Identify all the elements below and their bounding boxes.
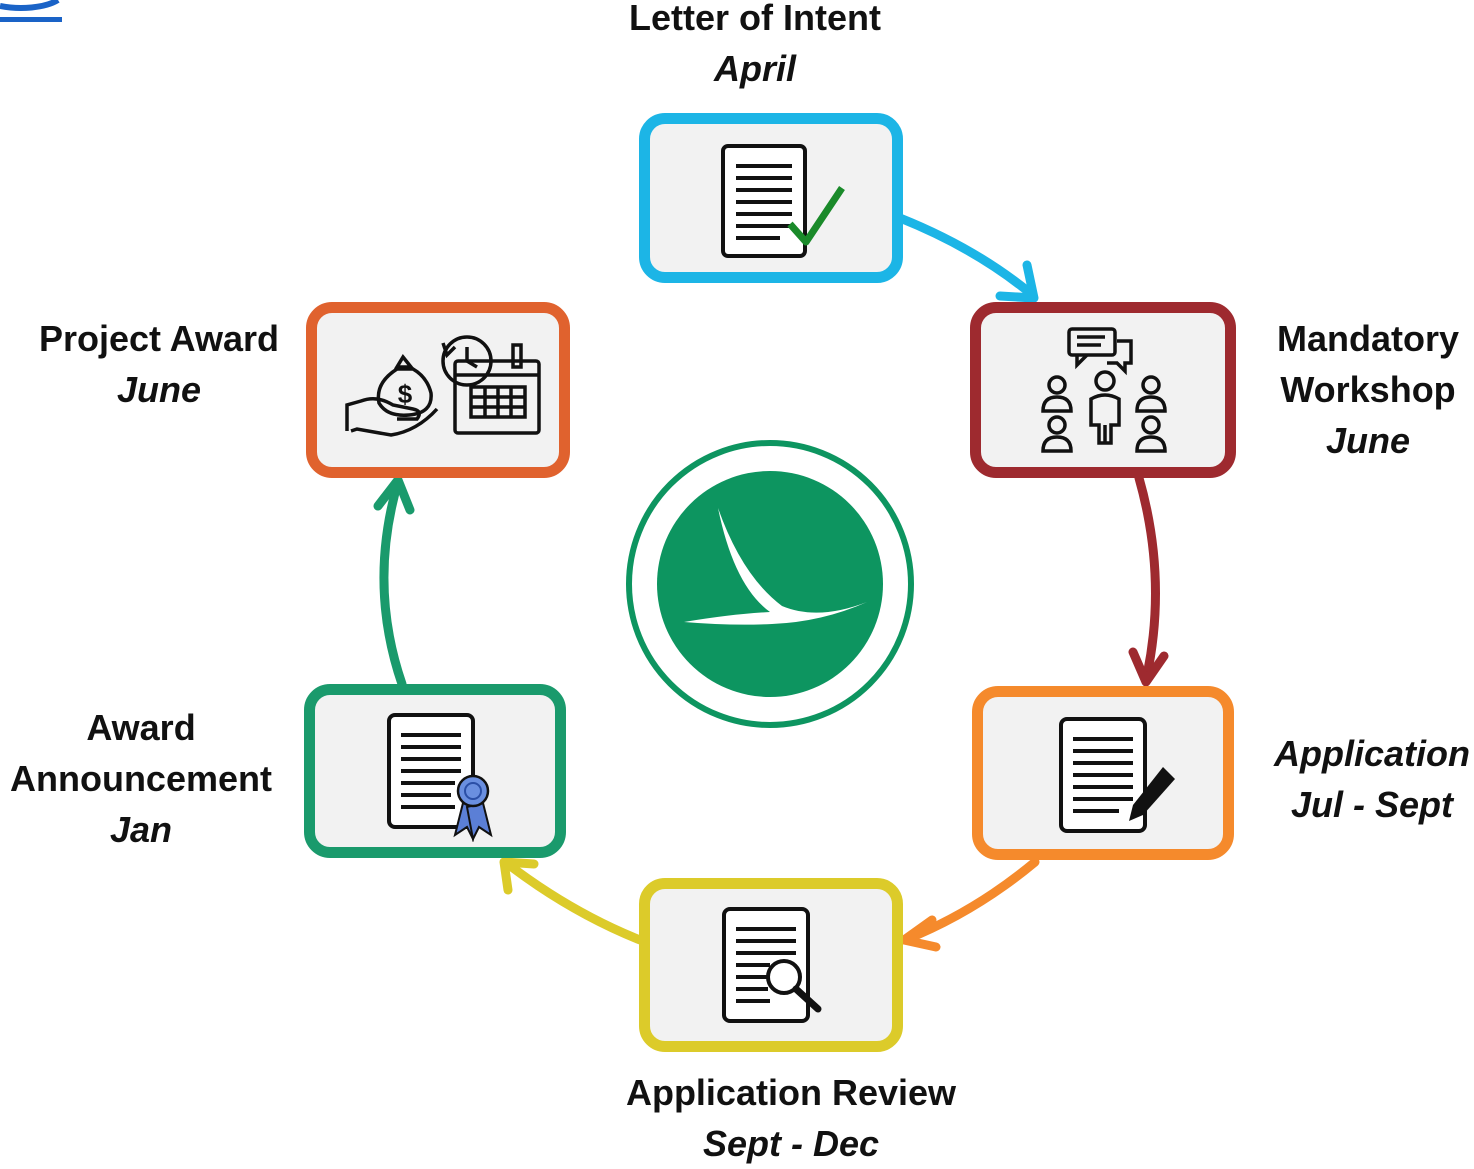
application-title-line1: Application xyxy=(1274,733,1470,774)
arrow-application-to-review xyxy=(899,857,1040,952)
arrow-loi-to-workshop xyxy=(895,213,1039,303)
certificate-ribbon-icon xyxy=(387,713,493,843)
arrow-review-to-announcement xyxy=(499,857,645,945)
document-magnifier-icon xyxy=(722,907,822,1023)
award-announcement-label: Award Announcement Jan xyxy=(2,702,280,855)
letter-of-intent-date: April xyxy=(713,48,796,89)
mandatory-workshop-box xyxy=(970,302,1236,478)
application-label: Application Jul - Sept xyxy=(1262,728,1474,830)
mandatory-workshop-label: Mandatory Workshop June xyxy=(1262,313,1474,466)
mandatory-workshop-title-line1: Mandatory xyxy=(1276,318,1460,359)
application-review-label: Application Review Sept - Dec xyxy=(600,1067,982,1169)
project-award-title: Project Award xyxy=(38,318,280,359)
project-award-label: Project Award June xyxy=(26,313,292,415)
group-meeting-icon xyxy=(1041,327,1167,453)
document-checkmark-icon xyxy=(721,144,845,258)
arrow-announcement-to-project-award xyxy=(373,475,415,689)
document-pen-icon xyxy=(1059,717,1175,833)
letter-of-intent-title: Letter of Intent xyxy=(629,0,881,38)
application-date: Jul - Sept xyxy=(1290,784,1454,825)
award-announcement-title-line1: Award xyxy=(86,707,196,748)
award-announcement-title-line2: Announcement xyxy=(9,758,272,799)
application-review-title: Application Review xyxy=(625,1072,957,1113)
award-announcement-date: Jan xyxy=(109,809,173,850)
letter-of-intent-label: Letter of Intent April xyxy=(600,0,910,94)
mandatory-workshop-title-line2: Workshop xyxy=(1280,369,1456,410)
application-box xyxy=(972,686,1234,860)
arrow-workshop-to-application xyxy=(1128,473,1169,687)
center-logo xyxy=(626,440,914,728)
mandatory-workshop-date: June xyxy=(1325,420,1411,461)
application-review-date: Sept - Dec xyxy=(702,1123,880,1164)
award-announcement-box xyxy=(304,684,566,858)
project-award-box: $ xyxy=(306,302,570,478)
corner-logo-fragment xyxy=(0,0,62,22)
money-calendar-icon: $ xyxy=(345,335,541,437)
project-award-date: June xyxy=(116,369,202,410)
letter-of-intent-box xyxy=(639,113,903,283)
svg-text:$: $ xyxy=(398,379,413,409)
application-review-box xyxy=(639,878,903,1052)
